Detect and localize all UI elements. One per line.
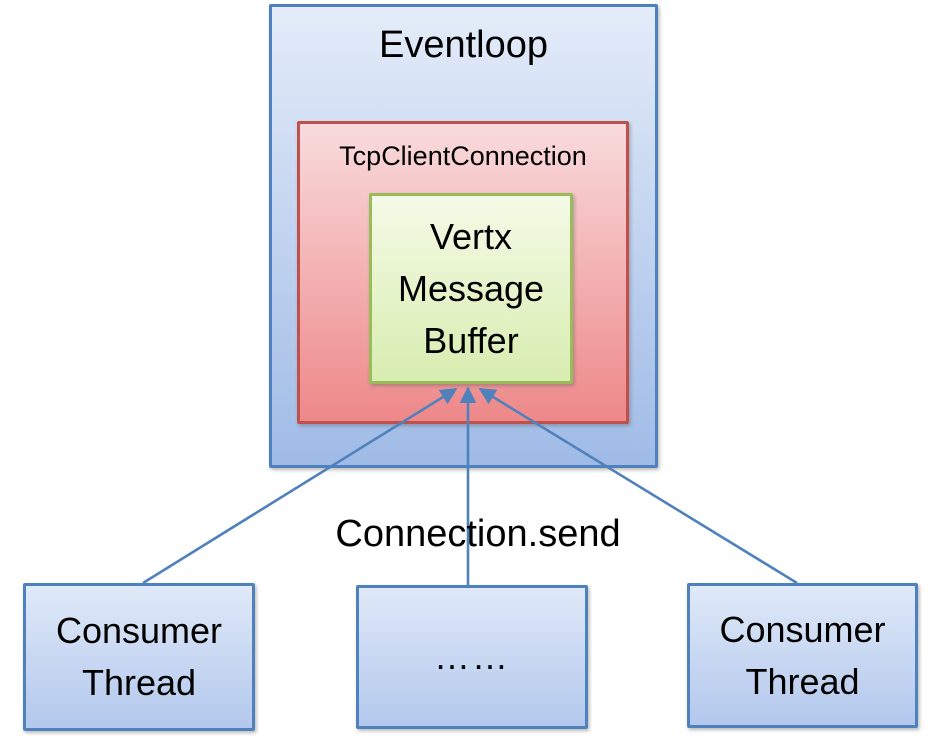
consumer-ellipsis-box: …… xyxy=(356,585,588,729)
consumer-left-line2: Thread xyxy=(81,662,197,703)
ellipsis-label: …… xyxy=(434,636,510,677)
vertx-message-buffer-line3: Buffer xyxy=(423,319,519,361)
consumer-thread-right-box: Consumer Thread xyxy=(687,583,918,728)
consumer-thread-left-box: Consumer Thread xyxy=(23,583,255,731)
vertx-message-buffer-line1: Vertx xyxy=(429,215,513,257)
connection-send-label: Connection.send xyxy=(335,513,621,555)
consumer-left-line1: Consumer xyxy=(55,610,223,651)
eventloop-label: Eventloop xyxy=(378,24,548,66)
consumer-right-line1: Consumer xyxy=(719,608,886,650)
tcp-client-connection-label: TcpClientConnection xyxy=(339,141,587,171)
vertx-message-buffer-box: Vertx Message Buffer xyxy=(369,193,573,384)
vertx-message-buffer-line2: Message xyxy=(397,267,545,309)
consumer-right-line2: Thread xyxy=(745,660,860,702)
